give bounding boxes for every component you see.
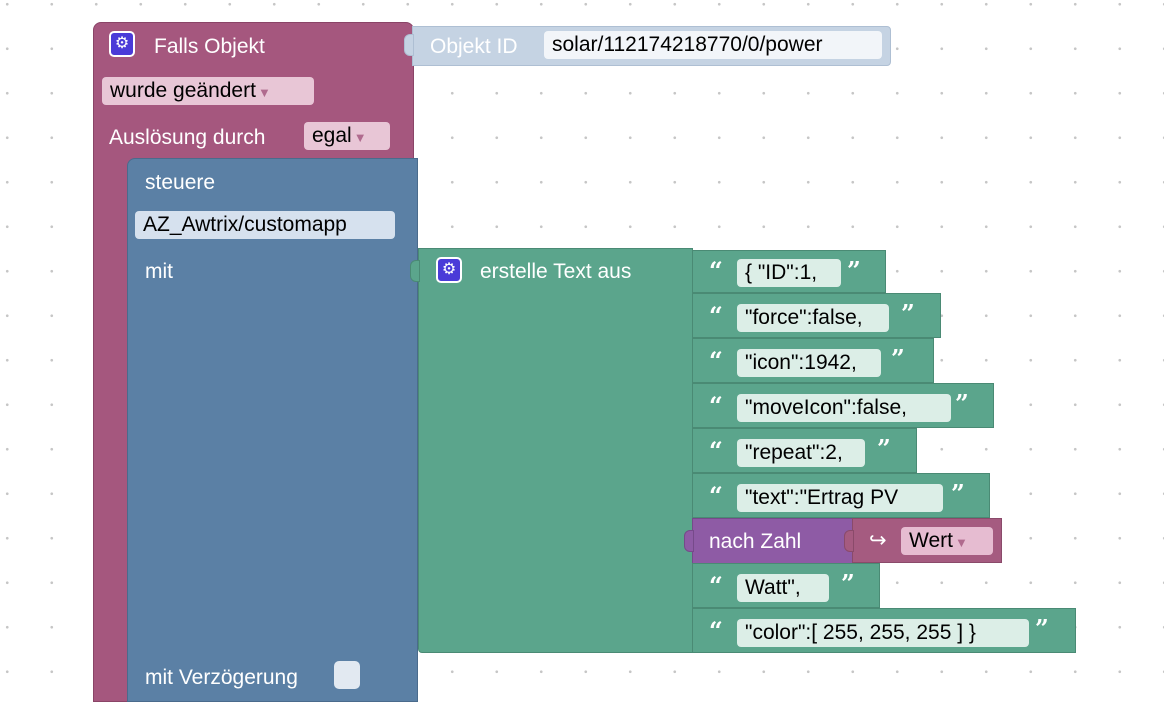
chevron-down-icon: ▼ <box>257 85 271 100</box>
join-text-block[interactable] <box>418 248 693 653</box>
text-item-input[interactable]: "icon":1942, <box>737 349 881 377</box>
text-item-input[interactable]: "moveIcon":false, <box>737 394 951 422</box>
quote-open-icon: “ <box>709 346 723 375</box>
object-id-label: Objekt ID <box>430 35 518 58</box>
quote-open-icon: “ <box>709 301 723 330</box>
connector-tab <box>684 530 694 552</box>
quote-open-icon: “ <box>709 616 723 645</box>
delay-checkbox[interactable] <box>334 661 360 689</box>
to-number-block[interactable]: nach Zahl <box>692 518 854 564</box>
text-item-input[interactable]: { "ID":1, <box>737 259 841 287</box>
variable-block[interactable]: ↪ Wert▼ <box>852 518 1002 563</box>
gear-icon[interactable]: ⚙ <box>109 31 135 57</box>
condition-dropdown[interactable]: wurde geändert▼ <box>102 77 314 105</box>
trigger-title: Falls Objekt <box>154 35 265 58</box>
gear-icon[interactable]: ⚙ <box>436 257 462 283</box>
control-target-input[interactable]: AZ_Awtrix/customapp <box>135 211 395 239</box>
quote-open-icon: “ <box>709 481 723 510</box>
text-item[interactable]: “ "moveIcon":false, ” <box>692 383 994 428</box>
chevron-down-icon: ▼ <box>353 130 367 145</box>
join-label: erstelle Text aus <box>480 260 632 283</box>
quote-close-icon: ” <box>841 569 855 598</box>
control-with-label: mit <box>145 260 173 283</box>
quote-close-icon: ” <box>847 256 861 285</box>
connector-tab <box>410 260 420 282</box>
quote-open-icon: “ <box>709 391 723 420</box>
text-item-input[interactable]: "force":false, <box>737 304 889 332</box>
quote-close-icon: ” <box>901 299 915 328</box>
connector-tab <box>404 34 414 56</box>
variable-arrow-icon: ↪ <box>869 529 887 552</box>
text-item[interactable]: “ "icon":1942, ” <box>692 338 934 383</box>
text-item[interactable]: “ "color":[ 255, 255, 255 ] } ” <box>692 608 1076 653</box>
triggered-by-dropdown[interactable]: egal▼ <box>304 122 390 150</box>
text-item[interactable]: “ { "ID":1, ” <box>692 250 886 293</box>
to-number-label: nach Zahl <box>709 530 802 553</box>
text-item[interactable]: “ "text":"Ertrag PV ” <box>692 473 990 518</box>
quote-open-icon: “ <box>709 436 723 465</box>
text-item[interactable]: “ "force":false, ” <box>692 293 941 338</box>
text-item-input[interactable]: "color":[ 255, 255, 255 ] } <box>737 619 1029 647</box>
object-id-input[interactable]: solar/112174218770/0/power <box>544 31 882 59</box>
quote-close-icon: ” <box>877 434 891 463</box>
control-label: steuere <box>145 171 216 194</box>
text-item-input[interactable]: "text":"Ertrag PV <box>737 484 943 512</box>
quote-close-icon: ” <box>955 389 969 418</box>
quote-close-icon: ” <box>891 344 905 373</box>
chevron-down-icon: ▼ <box>954 535 968 550</box>
control-block[interactable] <box>127 158 418 702</box>
quote-open-icon: “ <box>709 571 723 600</box>
delay-label: mit Verzögerung <box>145 666 298 689</box>
text-item[interactable]: “ Watt", ” <box>692 563 880 608</box>
connector-tab <box>844 530 854 552</box>
quote-open-icon: “ <box>709 256 723 285</box>
text-item[interactable]: “ "repeat":2, ” <box>692 428 917 473</box>
quote-close-icon: ” <box>951 479 965 508</box>
text-item-input[interactable]: Watt", <box>737 574 829 602</box>
triggered-by-label: Auslösung durch <box>109 126 266 149</box>
text-item-input[interactable]: "repeat":2, <box>737 439 865 467</box>
variable-dropdown[interactable]: Wert▼ <box>901 527 993 555</box>
quote-close-icon: ” <box>1035 614 1049 643</box>
